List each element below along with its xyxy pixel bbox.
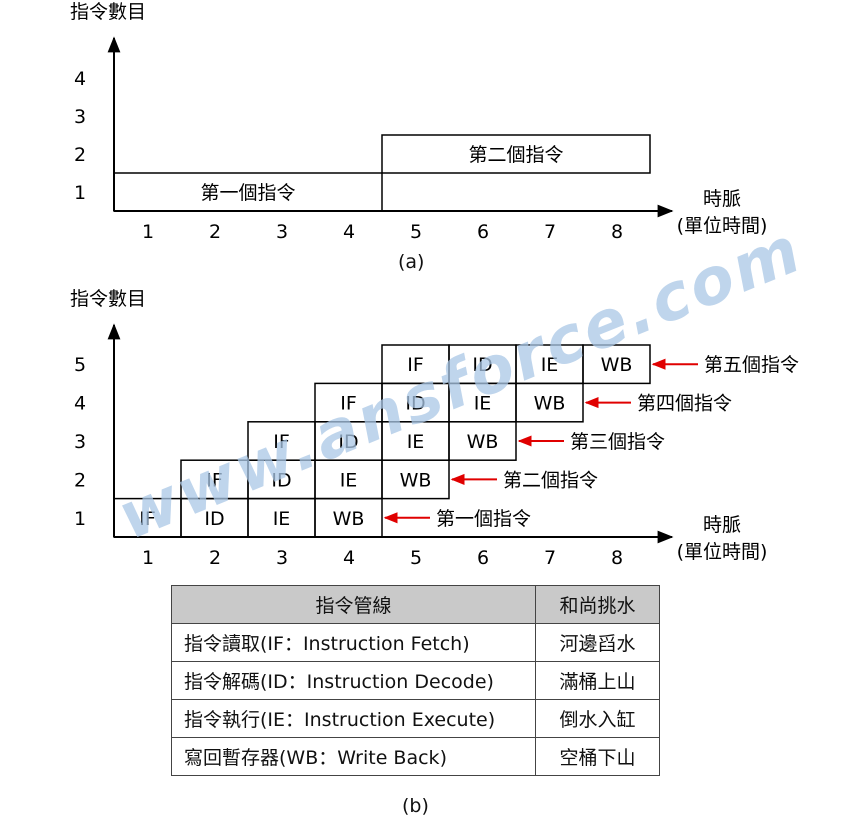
stage-label: IE (541, 354, 559, 376)
stage-label: WB (400, 469, 432, 491)
y-tick-label: 4 (74, 68, 86, 90)
stage-label: IE (474, 393, 492, 415)
caption-a: (a) (398, 251, 425, 273)
stage-label: WB (333, 508, 365, 530)
y-tick-label: 5 (74, 354, 86, 376)
x-tick-label: 6 (477, 221, 489, 243)
table-cell-analogy: 滿桶上山 (535, 661, 660, 700)
x-tick-label: 2 (209, 221, 221, 243)
x-tick-label: 6 (477, 547, 489, 569)
x-tick-label: 7 (544, 547, 556, 569)
watermark-text: www.ansforce.com (108, 213, 813, 555)
table-cell-analogy: 倒水入缸 (535, 699, 660, 738)
x-axis-subtitle: (單位時間) (677, 541, 768, 563)
instruction-label: 第四個指令 (637, 393, 732, 415)
stage-cell (582, 344, 651, 385)
instruction-bar-label: 第二個指令 (468, 144, 563, 166)
y-axis-title: 指令數目 (70, 1, 146, 23)
y-tick-label: 2 (74, 469, 86, 491)
stage-label: ID (204, 508, 224, 530)
table-cell-analogy: 空桶下山 (535, 737, 660, 776)
stage-label: IF (206, 469, 223, 491)
y-tick-label: 2 (74, 144, 86, 166)
y-tick-label: 1 (74, 182, 86, 204)
instruction-bar (381, 134, 651, 174)
table-cell-stage: 指令解碼(ID：Instruction Decode) (171, 661, 536, 700)
y-tick-label: 3 (74, 106, 86, 128)
x-axis-title: 時脈 (703, 188, 741, 210)
x-tick-label: 2 (209, 547, 221, 569)
x-tick-label: 8 (611, 221, 623, 243)
stage-label: IE (340, 469, 358, 491)
instruction-bar (113, 172, 383, 212)
instruction-label: 第一個指令 (436, 508, 531, 530)
table-cell-analogy: 河邊舀水 (535, 623, 660, 662)
table-header-row: 指令管線 和尚挑水 (171, 585, 660, 624)
watermark-layer: www.ansforce.com (108, 213, 813, 555)
stage-label: IF (407, 354, 424, 376)
x-axis-title: 時脈 (703, 514, 741, 536)
table-row: 指令解碼(ID：Instruction Decode) 滿桶上山 (171, 661, 660, 700)
stage-label: IF (273, 431, 290, 453)
instruction-label: 第五個指令 (704, 354, 799, 376)
stage-label: IE (407, 431, 425, 453)
y-tick-label: 3 (74, 431, 86, 453)
x-tick-label: 4 (343, 221, 355, 243)
stage-label: ID (271, 469, 291, 491)
stage-label: WB (467, 431, 499, 453)
x-tick-label: 8 (611, 547, 623, 569)
x-tick-label: 7 (544, 221, 556, 243)
x-axis-subtitle: (單位時間) (677, 215, 768, 237)
table-row: 寫回暫存器(WB：Write Back) 空桶下山 (171, 737, 660, 776)
x-tick-label: 5 (410, 221, 422, 243)
table-row: 指令讀取(IF：Instruction Fetch) 河邊舀水 (171, 623, 660, 662)
table-cell-stage: 指令執行(IE：Instruction Execute) (171, 699, 536, 738)
header-pipeline: 指令管線 (171, 585, 536, 624)
y-axis-title: 指令數目 (70, 288, 146, 310)
x-tick-label: 1 (142, 547, 154, 569)
table-cell-stage: 指令讀取(IF：Instruction Fetch) (171, 623, 536, 662)
y-tick-label: 4 (74, 393, 86, 415)
x-tick-label: 3 (276, 547, 288, 569)
x-tick-label: 4 (343, 547, 355, 569)
x-tick-label: 3 (276, 221, 288, 243)
caption-b: (b) (402, 795, 429, 817)
table-cell-stage: 寫回暫存器(WB：Write Back) (171, 737, 536, 776)
x-tick-label: 5 (410, 547, 422, 569)
header-monk: 和尚挑水 (535, 585, 660, 624)
instruction-label: 第二個指令 (503, 469, 598, 491)
stage-label: ID (472, 354, 492, 376)
stage-label: IF (139, 508, 156, 530)
stage-label: WB (601, 354, 633, 376)
stage-label: IE (273, 508, 291, 530)
instruction-label: 第三個指令 (570, 431, 665, 453)
instruction-bar-label: 第一個指令 (200, 182, 295, 204)
chart-a: 指令數目 1 2 3 4 1 2 3 4 5 6 7 8 時脈 (單位時間) 第一個指令 第二個指令 (70, 1, 767, 243)
pipeline-comparison-table: 指令管線 和尚挑水 指令讀取(IF：Instruction Fetch) 河邊舀… (171, 585, 660, 776)
stage-label: WB (534, 393, 566, 415)
stage-label: ID (338, 431, 358, 453)
table-row: 指令執行(IE：Instruction Execute) 倒水入缸 (171, 699, 660, 738)
stage-label: ID (405, 393, 425, 415)
x-tick-label: 1 (142, 221, 154, 243)
stage-label: IF (340, 393, 357, 415)
y-tick-label: 1 (74, 508, 86, 530)
